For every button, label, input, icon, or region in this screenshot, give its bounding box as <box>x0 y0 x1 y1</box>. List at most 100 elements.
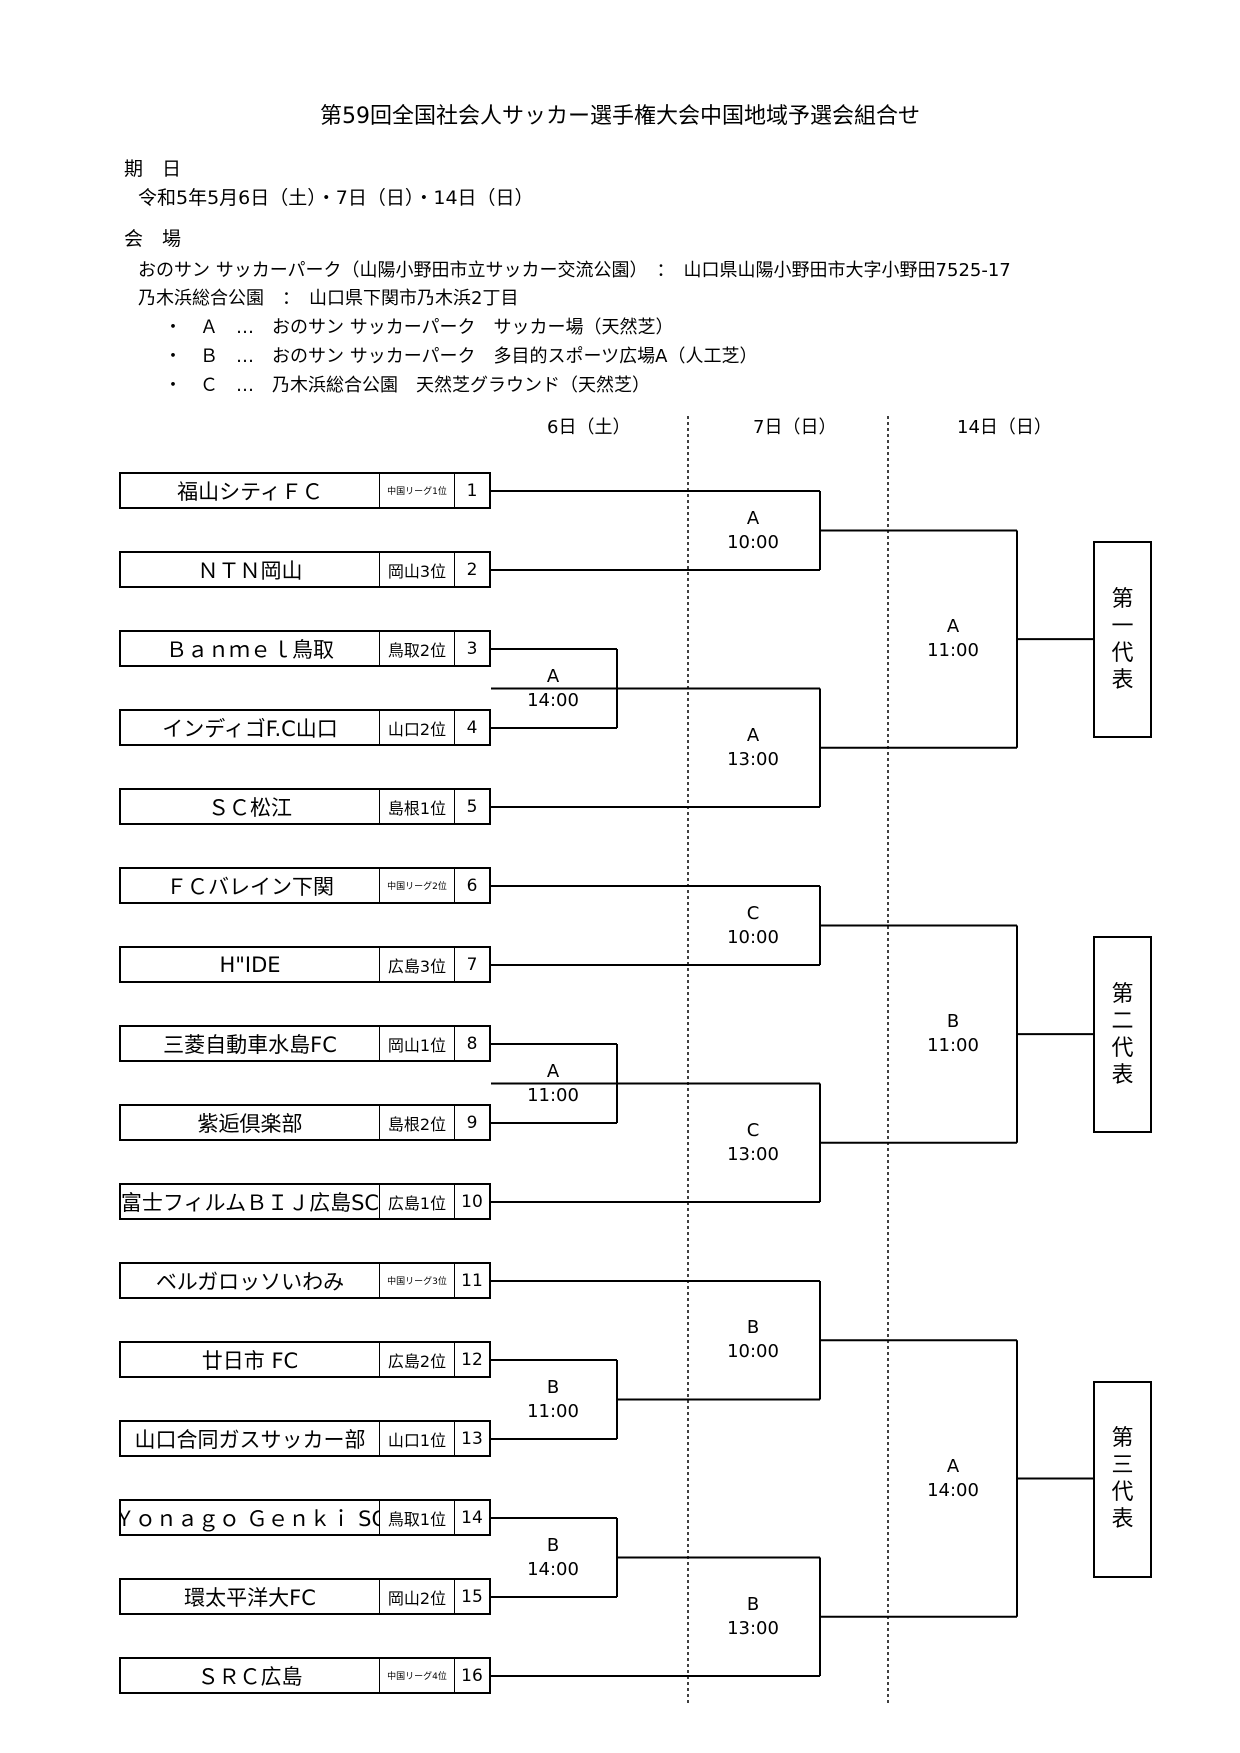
team-name: 三菱自動車水島FC <box>121 1027 380 1060</box>
match-venue: B <box>746 1317 760 1339</box>
team-qualification: 広島2位 <box>380 1343 455 1376</box>
team-number: 9 <box>466 1112 478 1133</box>
team-qualification: 中国リーグ1位 <box>380 474 455 507</box>
match-venue: A <box>946 616 960 638</box>
match-venue: B <box>546 1376 560 1398</box>
venue-line-2: 乃木浜総合公園 ： 山口県下関市乃木浜2丁目 <box>138 288 519 309</box>
match-time: 14:00 <box>527 1558 579 1580</box>
match-venue: B <box>546 1534 560 1556</box>
team-name: Ｙｏｎａｇｏ Ｇｅｎｋｉ SC <box>121 1501 380 1534</box>
match-venue: B <box>746 1593 760 1615</box>
match-time: 10:00 <box>727 926 779 948</box>
team-row: Ｂａｎｍｅｌ鳥取鳥取2位 3 <box>119 630 491 667</box>
match-venue: B <box>946 1011 960 1033</box>
team-qualification: 岡山3位 <box>380 553 455 586</box>
team-name: ＳＲＣ広島 <box>121 1659 380 1692</box>
team-qualification: 鳥取2位 <box>380 632 455 665</box>
team-number: 8 <box>466 1033 478 1054</box>
team-qualification: 岡山1位 <box>380 1027 455 1060</box>
team-qualification: 鳥取1位 <box>380 1501 455 1534</box>
team-name: H"IDE <box>121 948 380 981</box>
venue-heading: 会 場 <box>124 228 182 250</box>
representative-char: 表 <box>1111 1062 1134 1088</box>
team-row: ＳＲＣ広島中国リーグ4位 16 <box>119 1657 491 1694</box>
representative-char: 二 <box>1111 1008 1134 1034</box>
team-number: 2 <box>466 559 478 580</box>
team-number: 5 <box>466 796 478 817</box>
team-name: インディゴF.C山口 <box>121 711 380 744</box>
team-number: 4 <box>466 717 478 738</box>
team-number: 1 <box>466 480 478 501</box>
team-number: 11 <box>461 1270 483 1291</box>
match-venue: C <box>746 1119 760 1141</box>
representative-char: 三 <box>1111 1453 1134 1478</box>
team-number: 13 <box>461 1428 483 1449</box>
team-name: 環太平洋大FC <box>121 1580 380 1613</box>
representative-char: 表 <box>1111 667 1134 693</box>
venue-line-1: おのサン サッカーパーク（山陽小野田市立サッカー交流公園） ： 山口県山陽小野田… <box>138 260 1011 281</box>
match-venue: C <box>746 902 760 924</box>
team-name: 富士フィルムＢＩＪ広島SC <box>121 1185 380 1218</box>
representative-char: 代 <box>1111 1480 1134 1505</box>
team-name: ＦＣバレイン下関 <box>121 869 380 902</box>
team-name: ＮＴＮ岡山 <box>121 553 380 586</box>
match-venue: A <box>546 1060 560 1082</box>
match-time: 10:00 <box>727 1341 779 1363</box>
team-number: 16 <box>461 1665 483 1686</box>
team-number: 3 <box>466 638 478 659</box>
team-name: 福山シティＦＣ <box>121 474 380 507</box>
team-number: 6 <box>466 875 478 896</box>
venue-item-b: ・ Ｂ … おのサン サッカーパーク 多目的スポーツ広場A（人工芝） <box>164 346 758 367</box>
day-header-3: 14日（日） <box>957 417 1052 438</box>
dates-value: 令和5年5月6日（土）・7日（日）・14日（日） <box>138 187 534 209</box>
team-qualification: 広島3位 <box>380 948 455 981</box>
team-name: 廿日市 FC <box>121 1343 380 1376</box>
representative-char: 一 <box>1111 613 1134 639</box>
team-qualification: 島根2位 <box>380 1106 455 1139</box>
team-qualification: 中国リーグ2位 <box>380 869 455 902</box>
match-time: 13:00 <box>727 1143 779 1165</box>
venue-item-c: ・ Ｃ … 乃木浜総合公園 天然芝グラウンド（天然芝） <box>164 375 650 396</box>
team-row: ＦＣバレイン下関中国リーグ2位 6 <box>119 867 491 904</box>
representative-char: 代 <box>1111 640 1134 666</box>
team-number: 10 <box>461 1191 483 1212</box>
venue-item-a: ・ Ａ … おのサン サッカーパーク サッカー場（天然芝） <box>164 317 674 338</box>
representative-box: 第一代表 <box>1093 541 1152 739</box>
team-qualification: 中国リーグ4位 <box>380 1659 455 1692</box>
team-name: 紫逅倶楽部 <box>121 1106 380 1139</box>
match-time: 11:00 <box>927 640 979 662</box>
team-qualification: 島根1位 <box>380 790 455 823</box>
team-name: 山口合同ガスサッカー部 <box>121 1422 380 1455</box>
match-time: 10:00 <box>727 531 779 553</box>
match-time: 13:00 <box>727 1617 779 1639</box>
team-qualification: 広島1位 <box>380 1185 455 1218</box>
representative-char: 代 <box>1111 1035 1134 1061</box>
team-name: Ｂａｎｍｅｌ鳥取 <box>121 632 380 665</box>
team-number: 12 <box>461 1349 483 1370</box>
representative-char: 第 <box>1111 981 1134 1007</box>
match-time: 14:00 <box>927 1479 979 1501</box>
match-venue: A <box>746 507 760 529</box>
